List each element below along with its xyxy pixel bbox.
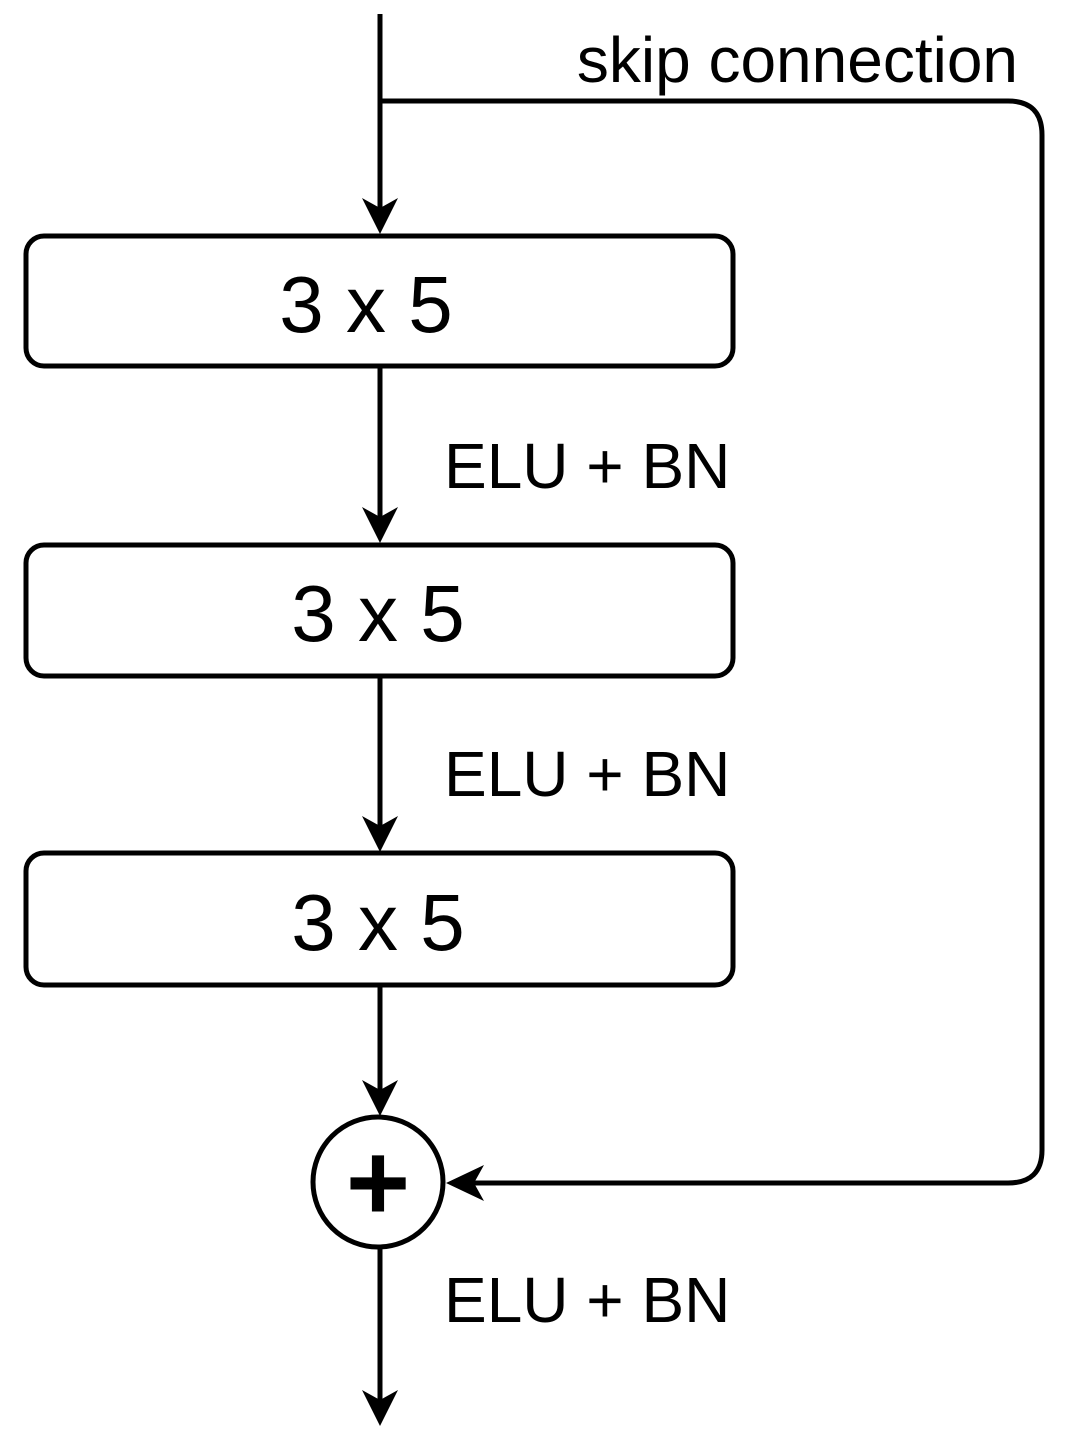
edge-block1-block2-arrowhead bbox=[362, 507, 398, 543]
sum-node bbox=[310, 1114, 446, 1250]
activation-label-1: ELU + BN bbox=[444, 430, 730, 502]
activation-label-3: ELU + BN bbox=[444, 1264, 730, 1336]
output-arrowhead bbox=[362, 1390, 398, 1426]
conv-block-3 bbox=[23, 850, 736, 988]
conv-block-3-label: 3 x 5 bbox=[291, 878, 464, 967]
edge-block3-adder-arrowhead bbox=[362, 1080, 398, 1116]
conv-block-1-label: 3 x 5 bbox=[279, 260, 452, 349]
edge-block2-block3-arrowhead bbox=[362, 816, 398, 852]
skip-connection-label: skip connection bbox=[577, 24, 1018, 96]
skip-connection-arrowhead bbox=[446, 1165, 484, 1201]
skip-connection-edge bbox=[380, 98, 1045, 1186]
conv-block-2 bbox=[23, 542, 736, 679]
sum-node-plus-icon: + bbox=[346, 1121, 410, 1244]
activation-label-2: ELU + BN bbox=[444, 738, 730, 810]
conv-block-1 bbox=[23, 233, 736, 369]
input-arrowhead bbox=[362, 198, 398, 234]
conv-block-2-label: 3 x 5 bbox=[291, 569, 464, 658]
